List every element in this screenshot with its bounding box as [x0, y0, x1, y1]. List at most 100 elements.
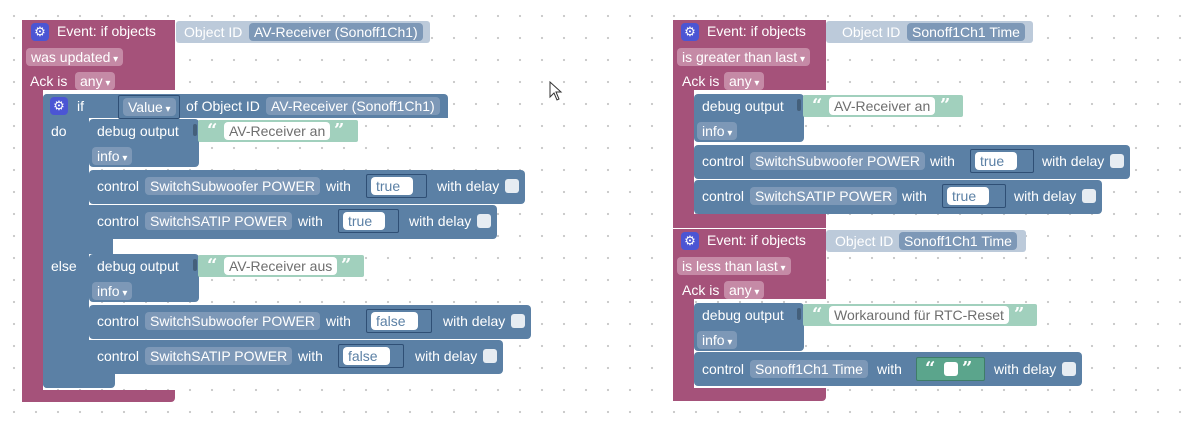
control-object-value[interactable]: SwitchSATIP POWER [145, 347, 293, 365]
bool-dropdown[interactable]: true [975, 152, 1017, 170]
control-object-value[interactable]: SwitchSATIP POWER [750, 187, 898, 205]
with-delay-checkbox[interactable] [483, 349, 497, 363]
quote-open-icon: “ [925, 358, 936, 379]
do-debug-level-dropdown[interactable]: info [92, 147, 133, 165]
with-delay-label: with delay [437, 178, 500, 194]
debug-output-label: debug output [702, 98, 784, 114]
do-debug-text-value[interactable]: AV-Receiver an [224, 122, 331, 140]
event1-header: Event: if objects [57, 23, 156, 39]
bool-dropdown-box[interactable]: true [366, 174, 427, 198]
with-label: with [326, 178, 351, 194]
quote-open-icon: “ [207, 255, 218, 276]
if-object-id-value[interactable]: AV-Receiver (Sonoff1Ch1) [266, 97, 440, 115]
control-label: control [702, 188, 745, 204]
control-object-value[interactable]: SwitchSubwoofer POWER [145, 177, 320, 195]
with-delay-label: with delay [1042, 153, 1105, 169]
quote-open-icon: “ [812, 304, 823, 325]
debug-output-label: debug output [97, 123, 179, 139]
bool-dropdown-box[interactable]: false [338, 344, 404, 368]
bool-dropdown[interactable]: false [343, 347, 391, 365]
event1-object-id-value[interactable]: AV-Receiver (Sonoff1Ch1) [249, 23, 423, 41]
bool-dropdown[interactable]: true [371, 177, 413, 195]
event3-header: Event: if objects [707, 232, 806, 248]
control-label: control [97, 213, 140, 229]
debug-output-label: debug output [702, 307, 784, 323]
with-delay-checkbox[interactable] [477, 214, 491, 228]
gear-icon[interactable]: ⚙ [50, 97, 68, 115]
bool-dropdown[interactable]: true [343, 212, 385, 230]
gear-icon[interactable]: ⚙ [31, 23, 49, 41]
control-label: control [702, 153, 745, 169]
quote-close-icon: ” [940, 95, 951, 116]
event3-object-id-value[interactable]: Sonoff1Ch1 Time [899, 232, 1017, 250]
with-label: with [326, 313, 351, 329]
else-debug-level-dropdown[interactable]: info [92, 282, 133, 300]
event3-ack-dropdown[interactable]: any [724, 281, 765, 299]
bool-dropdown-box[interactable]: true [338, 209, 399, 233]
with-delay-label: with delay [1014, 188, 1077, 204]
with-label: with [298, 348, 323, 364]
with-delay-label: with delay [994, 361, 1057, 377]
control-label: control [97, 313, 140, 329]
event3-object-id-label: Object ID [835, 233, 894, 249]
control-object-value[interactable]: SwitchSubwoofer POWER [750, 152, 925, 170]
else-debug-text-value[interactable]: AV-Receiver aus [224, 257, 338, 275]
bool-dropdown[interactable]: true [947, 187, 989, 205]
with-label: with [298, 213, 323, 229]
empty-text-field[interactable] [944, 362, 958, 376]
event3-debug-text-value[interactable]: Workaround für RTC-Reset [829, 306, 1009, 324]
with-delay-checkbox[interactable] [1082, 189, 1096, 203]
with-delay-checkbox[interactable] [511, 314, 525, 328]
control-label: control [97, 178, 140, 194]
with-label: with [930, 153, 955, 169]
control-label: control [702, 361, 745, 377]
event1-condition-dropdown[interactable]: was updated [26, 48, 124, 66]
gear-icon[interactable]: ⚙ [681, 23, 699, 41]
quote-close-icon: ” [341, 255, 352, 276]
with-delay-checkbox[interactable] [505, 179, 519, 193]
control-label: control [97, 348, 140, 364]
control-object-value[interactable]: SwitchSATIP POWER [145, 212, 293, 230]
with-label: with [902, 188, 927, 204]
event2-object-id-label: Object ID [842, 24, 901, 40]
with-delay-label: with delay [415, 348, 478, 364]
with-delay-checkbox[interactable] [1062, 362, 1076, 376]
quote-close-icon: ” [962, 358, 973, 379]
event2-object-id-value[interactable]: Sonoff1Ch1 Time [907, 23, 1025, 41]
quote-close-icon: ” [334, 120, 345, 141]
event2-debug-level-dropdown[interactable]: info [697, 122, 738, 140]
event3-debug-level-dropdown[interactable]: info [697, 331, 738, 349]
bool-dropdown-box[interactable]: false [366, 309, 432, 333]
of-object-id-label: of Object ID [186, 98, 260, 114]
value-dropdown[interactable]: Value [123, 98, 176, 116]
with-delay-label: with delay [409, 213, 472, 229]
quote-open-icon: “ [207, 120, 218, 141]
debug-output-label: debug output [97, 258, 179, 274]
event2-debug-text-value[interactable]: AV-Receiver an [829, 97, 936, 115]
event2-header: Event: if objects [707, 23, 806, 39]
control-object-value[interactable]: Sonoff1Ch1 Time [750, 360, 868, 378]
event2-ack-dropdown[interactable]: any [724, 72, 765, 90]
event3-condition-dropdown[interactable]: is less than last [677, 257, 791, 275]
event2-ack-label: Ack is [682, 73, 720, 89]
with-label: with [877, 361, 902, 377]
mouse-cursor-icon [549, 81, 563, 101]
quote-close-icon: ” [1014, 304, 1025, 325]
bool-dropdown-box[interactable]: true [970, 149, 1034, 173]
event1-object-id-label: Object ID [184, 24, 243, 40]
with-delay-checkbox[interactable] [1110, 154, 1124, 168]
event2-condition-dropdown[interactable]: is greater than last [677, 48, 810, 66]
with-delay-label: with delay [443, 313, 506, 329]
bool-dropdown[interactable]: false [371, 312, 419, 330]
event3-ack-label: Ack is [682, 282, 720, 298]
else-label: else [51, 258, 77, 274]
bool-dropdown-box[interactable]: true [942, 184, 1006, 208]
do-label: do [51, 123, 67, 139]
control-object-value[interactable]: SwitchSubwoofer POWER [145, 312, 320, 330]
event1-ack-label: Ack is [30, 73, 68, 89]
event1-ack-dropdown[interactable]: any [75, 72, 116, 90]
gear-icon[interactable]: ⚙ [681, 232, 699, 250]
if-label: if [77, 98, 84, 114]
quote-open-icon: “ [812, 95, 823, 116]
value-dropdown-box[interactable]: Value [118, 95, 180, 119]
